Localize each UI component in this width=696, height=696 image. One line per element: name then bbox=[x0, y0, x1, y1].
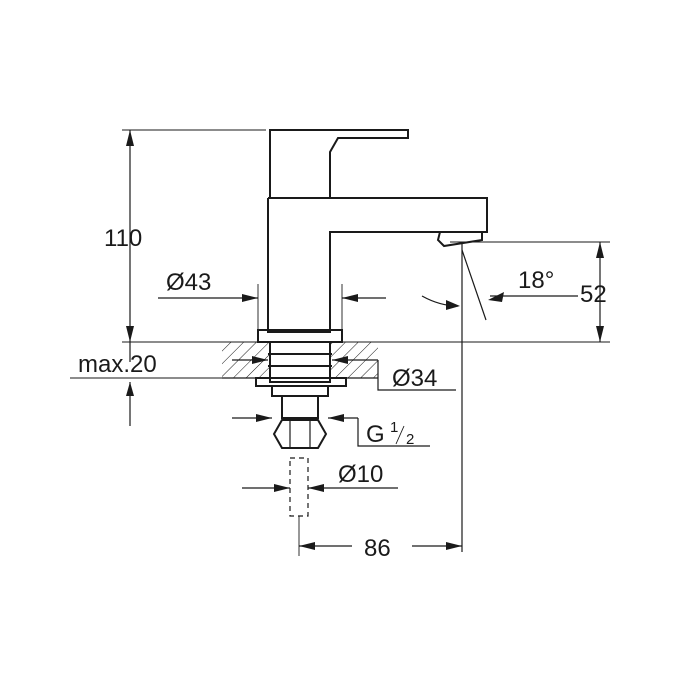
shank bbox=[269, 341, 331, 383]
base-assembly bbox=[222, 329, 378, 517]
thread-letter-label: G bbox=[366, 421, 385, 448]
thread-connector bbox=[281, 395, 319, 419]
spout bbox=[267, 197, 488, 333]
faucet-body bbox=[267, 129, 488, 333]
dim-base-diameter: Ø34 bbox=[232, 356, 456, 392]
dim-spout-diameter: Ø43 bbox=[158, 269, 386, 330]
hex-nut bbox=[272, 419, 328, 449]
thread-numerator-label: 1 bbox=[390, 419, 398, 436]
dim-pipe-diameter: Ø10 bbox=[242, 461, 398, 492]
pipe-diameter-label: Ø10 bbox=[338, 461, 383, 488]
spout-angle-label: 18° bbox=[518, 267, 554, 294]
dim-projection: 86 bbox=[298, 516, 462, 562]
dim-height-total: 110 bbox=[104, 129, 610, 343]
thread-denominator-label: 2 bbox=[406, 431, 414, 448]
dim-thread: G 1 2 bbox=[232, 414, 430, 448]
dim-max-thickness: max.20 bbox=[70, 342, 222, 426]
dim-spout-height: 52 bbox=[450, 241, 610, 342]
supply-pipe bbox=[289, 457, 309, 517]
dim-spout-angle: 18° bbox=[421, 242, 578, 552]
spout-height-label: 52 bbox=[580, 281, 607, 308]
spout-diameter-label: Ø43 bbox=[166, 269, 211, 296]
aerator bbox=[436, 231, 483, 248]
base-diameter-label: Ø34 bbox=[392, 365, 437, 392]
projection-label: 86 bbox=[364, 535, 391, 562]
height-total-label: 110 bbox=[104, 225, 142, 252]
max-thickness-label: max.20 bbox=[78, 351, 157, 378]
lever-handle bbox=[269, 129, 409, 199]
nut bbox=[271, 385, 329, 397]
